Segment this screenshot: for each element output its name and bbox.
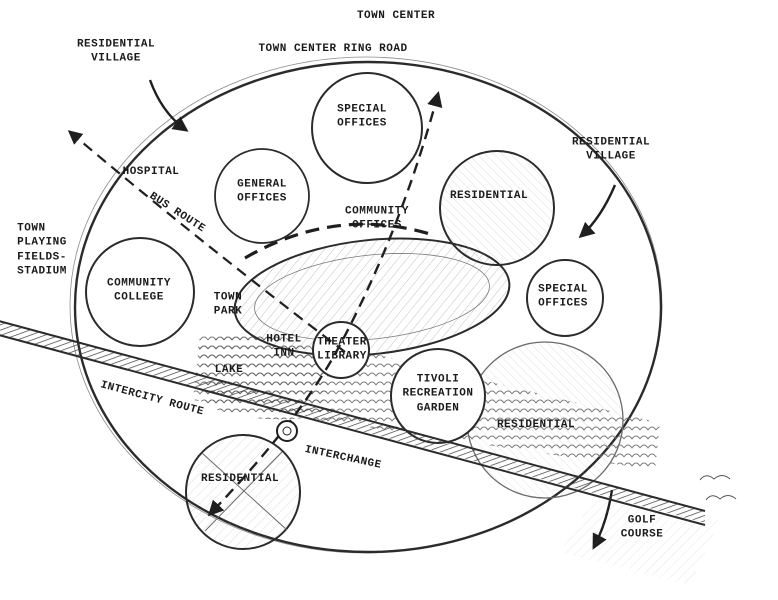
label-general-offices: GENERAL OFFICES xyxy=(237,178,287,205)
label-special-offices-top: SPECIAL OFFICES xyxy=(337,103,387,130)
ring-arrow-northwest xyxy=(148,79,189,132)
special-offices-east-circle xyxy=(526,259,604,337)
label-town-center: TOWN CENTER xyxy=(356,9,436,22)
bus-route-line-west xyxy=(67,130,346,353)
label-hotel-inn: HOTEL INN xyxy=(266,333,302,360)
ring-arrow-east xyxy=(578,184,617,239)
label-residential-se: RESIDENTIAL xyxy=(496,418,576,431)
label-ring-road: TOWN CENTER RING ROAD xyxy=(258,42,408,55)
residential-ne-circle xyxy=(439,150,555,266)
label-community-college: COMMUNITY COLLEGE xyxy=(107,277,171,304)
label-tivoli: TIVOLI RECREATION GARDEN xyxy=(402,373,474,415)
label-special-offices-e: SPECIAL OFFICES xyxy=(538,283,588,310)
label-golf-course: GOLF COURSE xyxy=(620,514,664,541)
golf-course-texture xyxy=(560,488,720,585)
residential-south-circle xyxy=(185,434,301,550)
label-lake: LAKE xyxy=(214,363,244,376)
label-residential-s: RESIDENTIAL xyxy=(200,472,280,485)
label-hospital: HOSPITAL xyxy=(122,165,180,178)
label-town-park: TOWN PARK xyxy=(213,291,243,318)
community-college-circle xyxy=(85,237,195,347)
label-theater-library: THEATER LIBRARY xyxy=(317,336,367,363)
bus-route-line-main xyxy=(207,90,443,517)
label-town-playing-fields: TOWN PLAYING FIELDS- STADIUM xyxy=(17,222,67,278)
label-community-offices: COMMUNITY OFFICES xyxy=(345,205,409,232)
label-residential-ne: RESIDENTIAL xyxy=(449,189,529,202)
label-residential-village-nw: RESIDENTIAL VILLAGE xyxy=(76,38,156,65)
ring-road-outline xyxy=(69,56,663,554)
interchange-symbol xyxy=(276,420,298,442)
label-residential-village-e: RESIDENTIAL VILLAGE xyxy=(571,136,651,163)
